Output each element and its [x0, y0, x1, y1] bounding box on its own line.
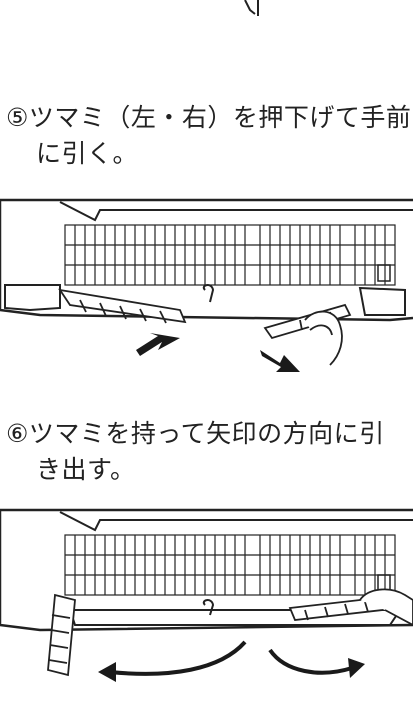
filter-grid-6 [64, 534, 396, 596]
right-louver-with-hand [288, 588, 413, 627]
step-5-instruction: ⑤ツマミ（左・右）を押下げて手前 に引く。 [6, 100, 411, 172]
step-6-line-2: き出す。 [36, 455, 136, 484]
step-5-line-1: ⑤ツマミ（左・右）を押下げて手前 [6, 103, 412, 132]
step-6-line-1: ⑥ツマミを持って矢印の方向に引 [6, 419, 385, 448]
step-5-line-2: に引く。 [36, 139, 139, 168]
pull-arrows [136, 333, 300, 372]
slide-arrows [109, 640, 353, 676]
left-louver [47, 593, 76, 677]
right-knob-with-hand [263, 303, 352, 366]
step-6-illustration [0, 508, 413, 682]
previous-figure-fragment [244, 0, 259, 16]
step-6-instruction: ⑥ツマミを持って矢印の方向に引 き出す。 [6, 416, 385, 488]
step-5-illustration [0, 198, 413, 372]
filter-grid [64, 224, 396, 286]
left-knob [58, 288, 187, 324]
